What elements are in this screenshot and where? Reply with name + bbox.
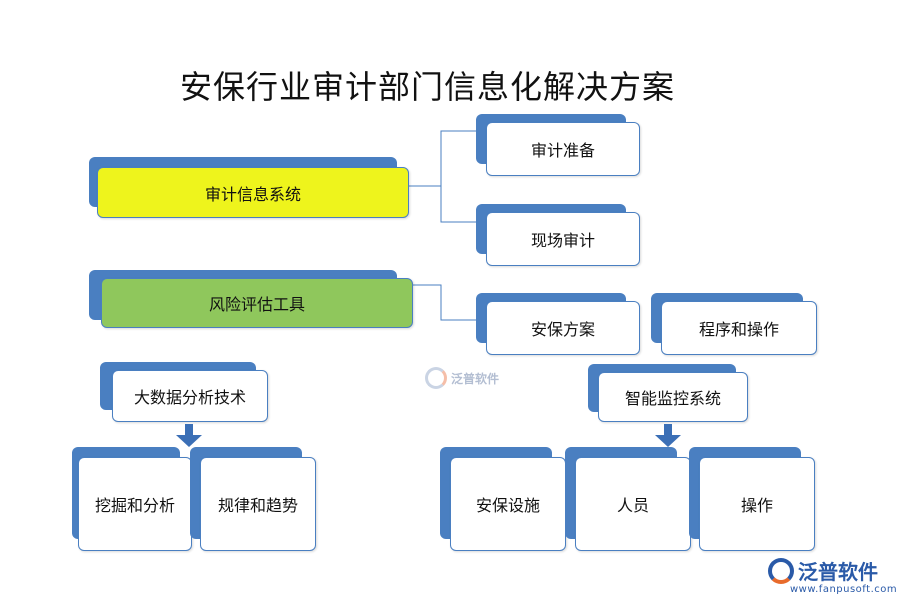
- risk-tool-node: 风险评估工具: [89, 270, 415, 330]
- procedure-ops-node: 程序和操作: [651, 293, 819, 357]
- brand-logo-icon: [768, 557, 794, 584]
- watermark: 泛普软件: [425, 367, 499, 389]
- patterns-node: 规律和趋势: [190, 447, 318, 553]
- monitoring-node: 智能监控系统: [588, 364, 750, 424]
- big-data-node: 大数据分析技术: [100, 362, 270, 424]
- brand-logo-text: 泛普软件: [798, 560, 878, 584]
- facilities-node: 安保设施: [440, 447, 568, 553]
- watermark-logo-icon: [425, 367, 447, 389]
- audit-prep-node: 审计准备: [476, 114, 642, 178]
- brand-url: www.fanpusoft.com: [790, 584, 898, 595]
- onsite-audit-label: 现场审计: [486, 212, 640, 266]
- risk-tool-label: 风险评估工具: [101, 278, 413, 328]
- onsite-audit-node: 现场审计: [476, 204, 642, 268]
- mining-label: 挖掘和分析: [78, 457, 192, 551]
- brand-logo: 泛普软件: [768, 556, 878, 585]
- personnel-label: 人员: [575, 457, 691, 551]
- operation-label: 操作: [699, 457, 815, 551]
- watermark-text: 泛普软件: [451, 371, 500, 386]
- facilities-label: 安保设施: [450, 457, 566, 551]
- operation-node: 操作: [689, 447, 817, 553]
- security-plan-node: 安保方案: [476, 293, 642, 357]
- procedure-ops-label: 程序和操作: [661, 301, 817, 355]
- personnel-node: 人员: [565, 447, 693, 553]
- patterns-label: 规律和趋势: [200, 457, 316, 551]
- audit-system-node: 审计信息系统: [89, 157, 411, 220]
- big-data-label: 大数据分析技术: [112, 370, 268, 422]
- connector-audit-branch: [440, 130, 476, 223]
- audit-prep-label: 审计准备: [486, 122, 640, 176]
- mining-node: 挖掘和分析: [72, 447, 194, 553]
- connector-risk-tool: [412, 284, 476, 321]
- security-plan-label: 安保方案: [486, 301, 640, 355]
- diagram-title: 安保行业审计部门信息化解决方案: [180, 68, 676, 106]
- audit-system-label: 审计信息系统: [97, 167, 409, 218]
- monitoring-label: 智能监控系统: [598, 372, 748, 422]
